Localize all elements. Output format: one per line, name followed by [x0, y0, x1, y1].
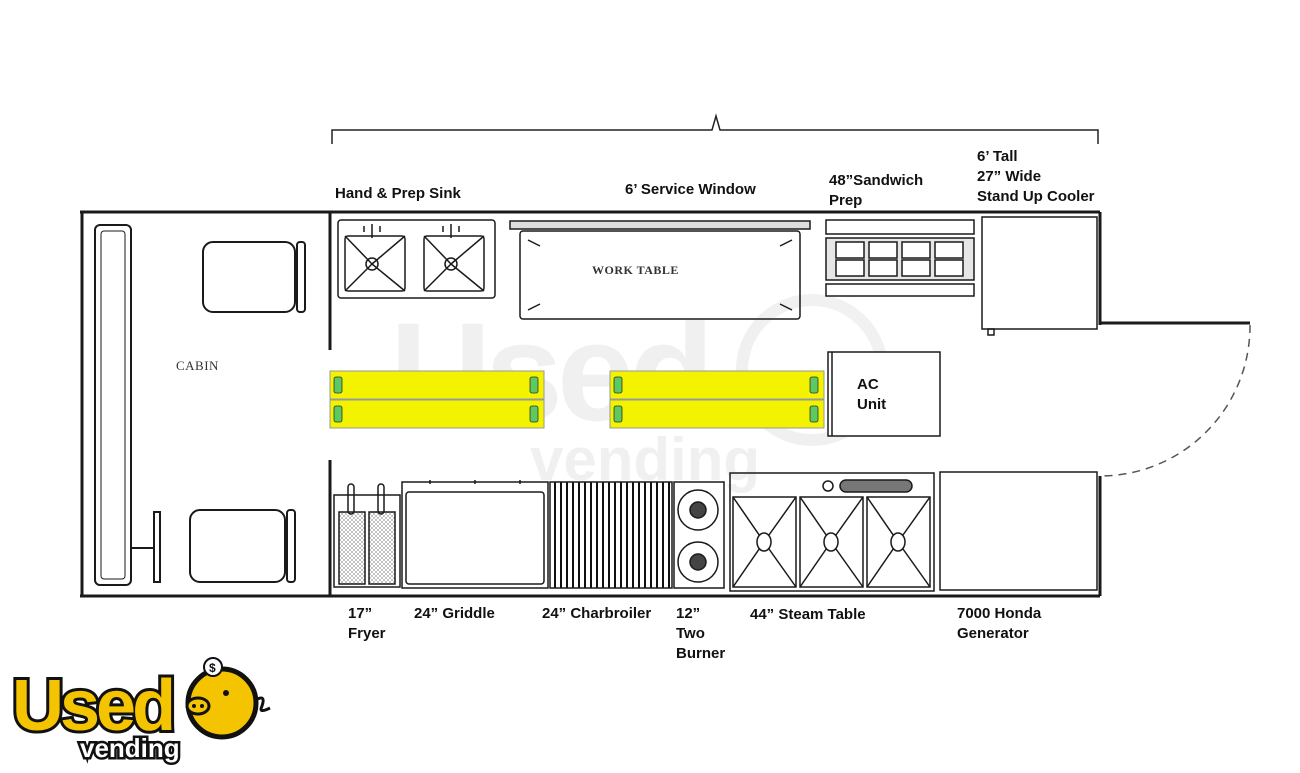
cabin [94, 224, 306, 586]
generator [939, 471, 1098, 591]
logo-sub-text: vending [80, 733, 180, 763]
fryer [333, 483, 401, 588]
ac-unit [827, 351, 941, 437]
hand-prep-sink [337, 219, 496, 299]
light-tube [609, 370, 825, 400]
logo-main-text: Used [12, 666, 172, 746]
label-charbroiler: 24” Charbroiler [542, 605, 652, 622]
label-steam-table: 44” Steam Table [750, 606, 866, 623]
label-fryer: 17” Fryer [348, 605, 386, 642]
truck-outline [80, 210, 1250, 598]
light-tube-end [613, 376, 623, 394]
ceiling-lights [329, 370, 825, 429]
light-tube-end [529, 405, 539, 423]
light-tube-end [809, 405, 819, 423]
label-service-window: 6’ Service Window [625, 181, 756, 198]
steam-table [729, 472, 935, 592]
label-generator: 7000 Honda Generator [957, 605, 1042, 642]
label-cooler: 6’ Tall 27” Wide Stand Up Cooler [977, 148, 1095, 205]
sandwich-prep [825, 219, 975, 297]
two-burner [673, 481, 725, 589]
used-vending-logo: Used $ vending [9, 657, 271, 766]
light-tube-end [333, 376, 343, 394]
charbroiler [549, 481, 673, 589]
light-tube [329, 370, 545, 400]
door-swing [1099, 324, 1251, 477]
label-hand-prep-sink: Hand & Prep Sink [335, 185, 461, 202]
light-tube-end [613, 405, 623, 423]
dimension-bracket [331, 113, 1099, 144]
label-griddle: 24” Griddle [414, 605, 495, 622]
light-tube-end [809, 376, 819, 394]
label-two-burner: 12” Two Burner [676, 605, 726, 662]
label-work-table: WORK TABLE [592, 263, 679, 277]
label-ac-unit: AC Unit [857, 376, 887, 413]
griddle [401, 480, 549, 589]
light-tube-end [333, 405, 343, 423]
stand-up-cooler [981, 216, 1098, 336]
light-tube-end [529, 376, 539, 394]
svg-text:$: $ [209, 661, 216, 675]
work-table [509, 220, 811, 320]
light-tube [329, 399, 545, 429]
label-sandwich-prep: 48”Sandwich Prep [829, 172, 924, 209]
label-cabin: CABIN [176, 358, 219, 373]
light-tube [609, 399, 825, 429]
